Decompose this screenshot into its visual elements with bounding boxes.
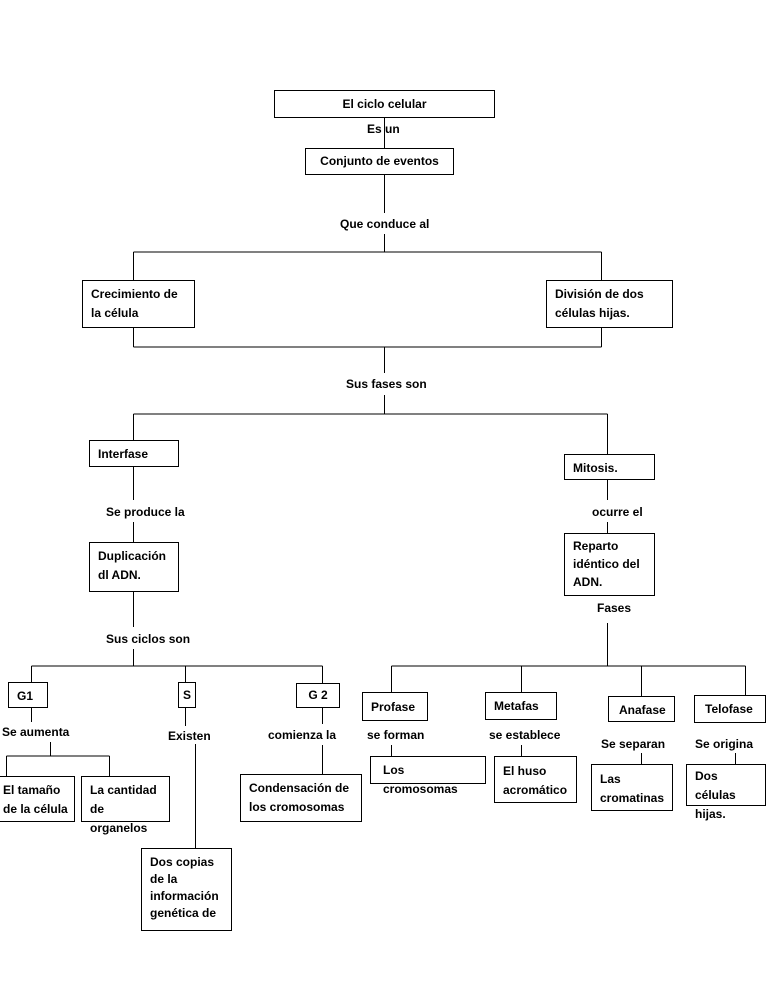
node-s-copias: Dos copias de la información genética de [141,848,232,931]
node-g2-condensacion: Condensación de los cromosomas [240,774,362,822]
text-line: información [150,889,219,903]
link-se-origina: Se origina [695,737,754,751]
link-fases: Fases [597,601,632,615]
node-division: División de dos células hijas. [546,280,673,328]
node-profase: Profase [362,692,428,721]
node-g1-tamano: El tamaño de la célula [0,776,75,822]
text-line: División de dos [555,287,644,301]
text-line: Dos copias [150,855,215,869]
node-duplicacion: Duplicación dl ADN. [89,542,179,592]
text-line: acromático [503,783,568,797]
link-sus-fases-son: Sus fases son [346,377,427,391]
text-line: de la célula [3,802,68,816]
node-ciclo-celular: El ciclo celular [274,90,495,118]
node-g1: G1 [8,682,48,708]
node-anafase-cromatinas: Las cromatinas [591,764,673,811]
node-conjunto-eventos: Conjunto de eventos [305,148,454,175]
node-anafase: Anafase [608,696,675,722]
text-line: Las [600,772,621,786]
text-line: genética de [150,906,217,920]
text-line: Duplicación [98,549,167,563]
text-line: El huso [503,764,547,778]
link-se-forman: se forman [367,728,425,742]
link-se-produce-la: Se produce la [106,505,185,519]
node-g2: G 2 [296,683,340,708]
text-line: Condensación de [249,781,350,795]
text-line: ADN. [573,575,603,589]
text-line: Dos células [695,769,736,802]
text-line: idéntico del [573,557,640,571]
node-interfase: Interfase [89,440,179,467]
text-line: El tamaño [3,783,61,797]
text-line: de organelos [90,802,148,835]
node-s: S [178,682,196,708]
text-line: Los cromosomas [383,763,458,796]
link-se-establece: se establece [489,728,561,742]
text-line: La cantidad [90,783,157,797]
text-line: de la [150,872,178,886]
text-line: células hijas. [555,306,630,320]
node-telofase-celulas: Dos células hijas. [686,764,766,821]
link-es-un: Es un [367,122,400,136]
link-se-aumenta: Se aumenta [2,725,70,739]
link-sus-ciclos-son: Sus ciclos son [106,632,191,646]
link-existen: Existen [168,729,211,743]
text-line: dl ADN. [98,568,141,582]
node-telofase: Telofase [694,695,766,723]
text-line: Crecimiento de [91,287,178,301]
link-ocurre-el: ocurre el [592,505,643,519]
node-profase-cromosomas: Los cromosomas [370,756,486,796]
text-line: Reparto [573,539,619,553]
node-mitosis: Mitosis. [564,454,655,480]
link-que-conduce-al: Que conduce al [340,217,430,231]
text-line: la célula [91,306,139,320]
node-crecimiento: Crecimiento de la célula [82,280,195,328]
node-metafase: Metafas [485,692,557,720]
node-g1-organelos: La cantidad de organelos [81,776,170,835]
text-line: hijas. [695,807,726,821]
text-line: los cromosomas [249,800,345,814]
node-metafase-huso: El huso acromático [494,756,577,803]
text-line: cromatinas [600,791,665,805]
link-comienza-la: comienza la [268,728,337,742]
node-reparto: Reparto idéntico del ADN. [564,533,655,596]
link-se-separan: Se separan [601,737,666,751]
